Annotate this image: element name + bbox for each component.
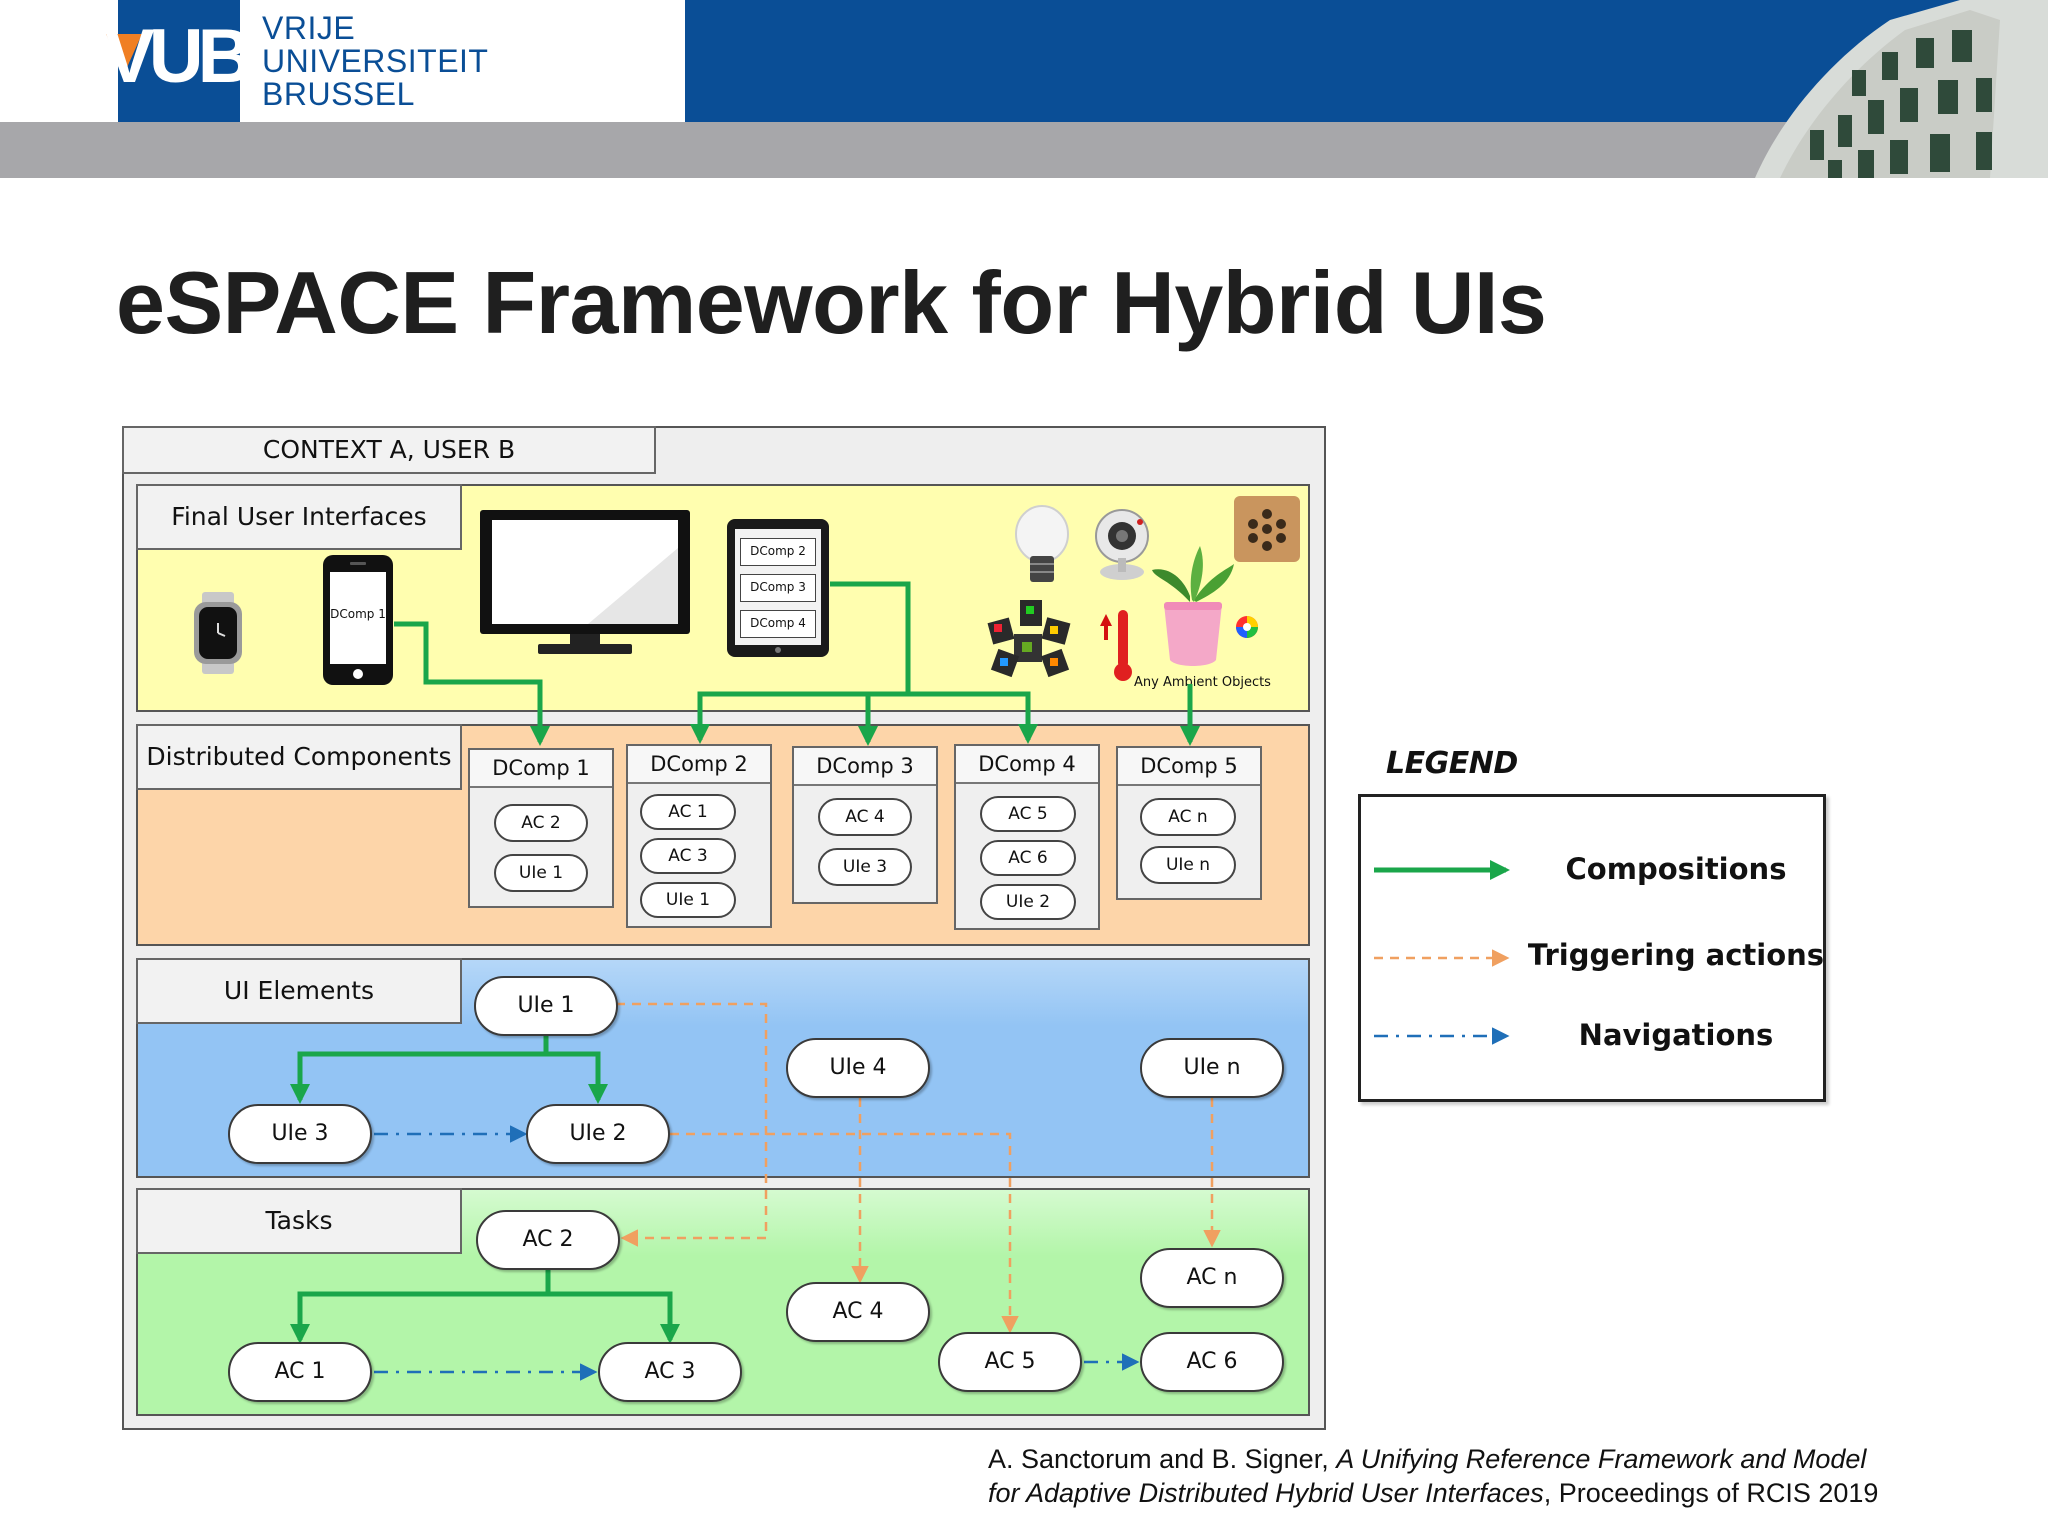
dcomp-2-item: AC 3 (640, 838, 736, 874)
webcam-icon (1095, 509, 1149, 580)
dcomp-2-item: AC 1 (640, 794, 736, 830)
dcomp-4-item: AC 5 (980, 796, 1076, 832)
ac-3-node: AC 3 (598, 1342, 742, 1402)
tablet-dcomp-4: DComp 4 (740, 610, 816, 638)
dcomp-1-title: DComp 1 (470, 750, 612, 788)
ac-5-node: AC 5 (938, 1332, 1082, 1392)
legend-label-triggering: Triggering actions (1527, 938, 1825, 972)
dcomp-3-item: UIe 3 (818, 848, 912, 886)
ambient-objects-label: Any Ambient Objects (1134, 675, 1271, 690)
plant-pot-icon (1152, 546, 1234, 666)
ac-2-node: AC 2 (476, 1210, 620, 1270)
dcomp-2-title: DComp 2 (628, 746, 770, 784)
ac-4-node: AC 4 (786, 1282, 930, 1342)
smart-cubes-icon (987, 600, 1071, 678)
dcomp-1-item: AC 2 (494, 804, 588, 842)
smartphone-icon (323, 555, 393, 685)
dcomp-5-title: DComp 5 (1118, 748, 1260, 786)
dcomp-4-box: DComp 4 AC 5 AC 6 UIe 2 (954, 744, 1100, 930)
citation-venue: , Proceedings of RCIS 2019 (1543, 1478, 1879, 1508)
university-name-line-2: UNIVERSITEIT (262, 43, 489, 79)
dcomp-3-box: DComp 3 AC 4 UIe 3 (792, 746, 938, 904)
ac-n-node: AC n (1140, 1248, 1284, 1308)
lightbulb-icon (1015, 505, 1069, 582)
uie-2-node: UIe 2 (526, 1104, 670, 1164)
label-distributed-components: Distributed Components (136, 724, 462, 790)
tablet-dcomp-2: DComp 2 (740, 538, 816, 566)
dcomp-4-item: AC 6 (980, 840, 1076, 876)
legend-label-navigations: Navigations (1578, 1018, 1774, 1052)
legend-title: LEGEND (1386, 746, 1518, 781)
dcomp-5-item: UIe n (1140, 846, 1236, 884)
context-label: CONTEXT A, USER B (122, 426, 656, 474)
citation-title-part-2: for Adaptive Distributed Hybrid User Int… (988, 1478, 1544, 1508)
smartwatch-icon (194, 592, 242, 674)
legend-label-compositions: Compositions (1565, 852, 1787, 886)
slide-title: eSPACE Framework for Hybrid UIs (116, 253, 1547, 352)
citation-line-1: A. Sanctorum and B. Signer, A Unifying R… (988, 1442, 1866, 1476)
legend-box (1358, 794, 1826, 1102)
dcomp-3-title: DComp 3 (794, 748, 936, 786)
university-name-line-3: BRUSSEL (262, 76, 415, 112)
ac-6-node: AC 6 (1140, 1332, 1284, 1392)
color-wheel-icon (1236, 616, 1258, 638)
label-final-user-interfaces: Final User Interfaces (136, 484, 462, 550)
header-grey-band (0, 122, 2048, 178)
label-tasks: Tasks (136, 1188, 462, 1254)
uie-3-node: UIe 3 (228, 1104, 372, 1164)
university-name-line-1: VRIJE (262, 10, 356, 46)
label-ui-elements: UI Elements (136, 958, 462, 1024)
dcomp-2-box: DComp 2 AC 1 AC 3 UIe 1 (626, 744, 772, 928)
citation-authors: A. Sanctorum and B. Signer, (988, 1444, 1337, 1474)
dcomp-4-title: DComp 4 (956, 746, 1098, 784)
phone-dcomp-label: DComp 1 (330, 607, 386, 621)
citation-line-2: for Adaptive Distributed Hybrid User Int… (988, 1476, 1878, 1510)
dcomp-5-item: AC n (1140, 798, 1236, 836)
logo-vub: VUB (104, 14, 252, 99)
building-image (1755, 0, 2048, 178)
tablet-dcomp-3: DComp 3 (740, 574, 816, 602)
speaker-box-icon (1234, 496, 1300, 562)
citation-title-part-1: A Unifying Reference Framework and Model (1336, 1444, 1867, 1474)
dcomp-3-item: AC 4 (818, 798, 912, 836)
thermometer-icon (1100, 610, 1132, 681)
ac-1-node: AC 1 (228, 1342, 372, 1402)
uie-4-node: UIe 4 (786, 1038, 930, 1098)
dcomp-2-item: UIe 1 (640, 882, 736, 918)
logo-orange-mark (106, 34, 142, 74)
monitor-icon (480, 510, 690, 654)
legend-line-samples (1374, 860, 1510, 1045)
dcomp-5-box: DComp 5 AC n UIe n (1116, 746, 1262, 900)
uie-1-node: UIe 1 (474, 976, 618, 1036)
dcomp-1-box: DComp 1 AC 2 UIe 1 (468, 748, 614, 908)
dcomp-1-item: UIe 1 (494, 854, 588, 892)
uie-n-node: UIe n (1140, 1038, 1284, 1098)
dcomp-4-item: UIe 2 (980, 884, 1076, 920)
